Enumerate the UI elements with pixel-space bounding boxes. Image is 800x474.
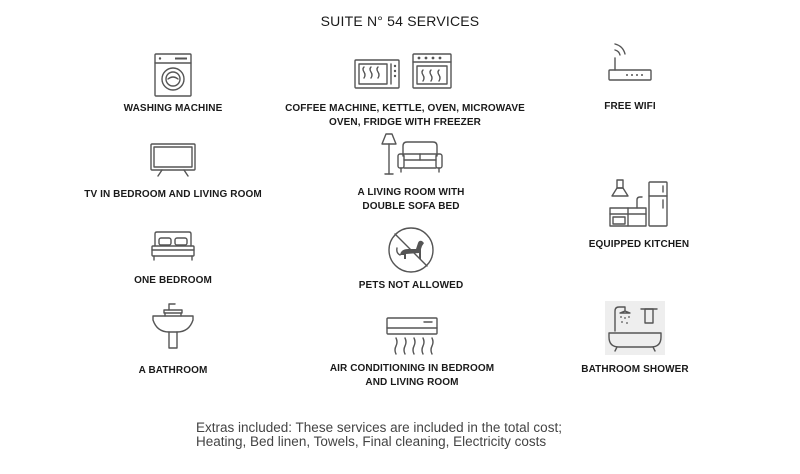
page-title: SUITE N° 54 SERVICES <box>320 13 480 29</box>
no-pets-icon <box>388 227 434 273</box>
extras-note: Extras included: These services are incl… <box>196 421 562 449</box>
service-pets: PETS NOT ALLOWED <box>340 225 482 293</box>
service-label: A LIVING ROOM WITH DOUBLE SOFA BED <box>357 187 465 212</box>
service-kitchen: EQUIPPED KITCHEN <box>560 178 718 252</box>
service-bedroom: ONE BEDROOM <box>110 230 236 288</box>
service-label: ONE BEDROOM <box>134 275 212 286</box>
service-air-conditioning: AIR CONDITIONING IN BEDROOM AND LIVING R… <box>318 316 506 390</box>
service-label: PETS NOT ALLOWED <box>358 280 464 291</box>
microwave-oven-icon <box>354 53 452 89</box>
service-label: A BATHROOM <box>138 365 208 376</box>
bathtub-shower-icon <box>605 301 665 355</box>
sofa-lamp-icon <box>381 133 443 175</box>
air-conditioner-icon <box>386 317 438 355</box>
kitchen-icon <box>609 179 668 227</box>
service-label: AIR CONDITIONING IN BEDROOM AND LIVING R… <box>329 363 495 388</box>
service-label: BATHROOM SHOWER <box>581 364 689 375</box>
service-label: COFFEE MACHINE, KETTLE, OVEN, MICROWAVE … <box>285 103 525 128</box>
extras-line-2: Heating, Bed linen, Towels, Final cleani… <box>196 434 547 449</box>
service-wifi: FREE WIFI <box>560 40 700 114</box>
service-living-room: A LIVING ROOM WITH DOUBLE SOFA BED <box>340 132 482 214</box>
bed-icon <box>151 231 195 261</box>
service-washing-machine: WASHING MACHINE <box>110 52 236 116</box>
wifi-router-icon <box>608 43 652 81</box>
service-appliances: COFFEE MACHINE, KETTLE, OVEN, MICROWAVE … <box>275 52 535 130</box>
service-label: WASHING MACHINE <box>123 103 223 114</box>
service-label: EQUIPPED KITCHEN <box>588 239 690 250</box>
extras-line-1: Extras included: These services are incl… <box>196 420 562 435</box>
service-bathroom: A BATHROOM <box>110 302 236 378</box>
service-label: TV IN BEDROOM AND LIVING ROOM <box>84 189 262 200</box>
service-label: FREE WIFI <box>604 101 656 112</box>
service-shower: BATHROOM SHOWER <box>575 301 695 377</box>
service-tv: TV IN BEDROOM AND LIVING ROOM <box>78 142 268 202</box>
tv-icon <box>150 143 196 177</box>
washing-machine-icon <box>154 53 192 97</box>
sink-icon <box>152 303 194 349</box>
